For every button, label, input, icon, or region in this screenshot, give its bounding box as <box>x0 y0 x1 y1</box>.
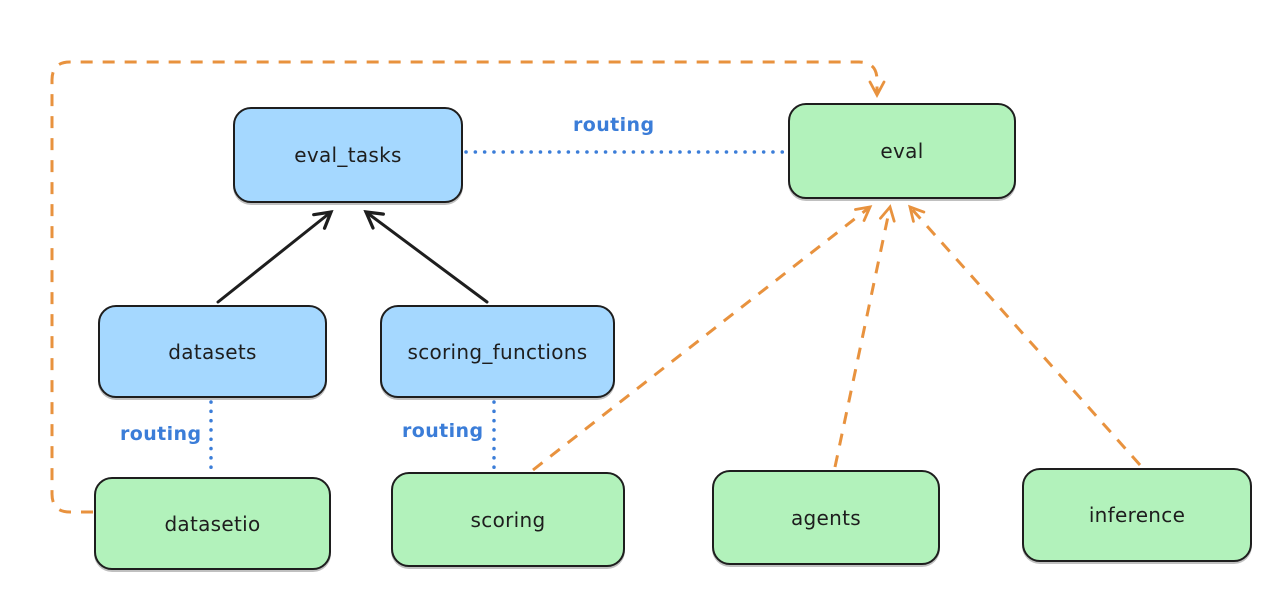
routing-label-top: routing <box>573 114 655 136</box>
node-eval-tasks-label: eval_tasks <box>294 143 402 167</box>
node-datasetio-label: datasetio <box>164 511 261 536</box>
edge-inference-to-eval <box>908 204 1142 466</box>
node-agents-label: agents <box>791 505 861 530</box>
node-scoring-functions: scoring_functions <box>380 305 615 398</box>
node-scoring: scoring <box>391 472 625 567</box>
node-inference: inference <box>1022 468 1252 562</box>
node-scoring-functions-label: scoring_functions <box>407 339 588 364</box>
node-eval: eval <box>788 103 1016 199</box>
edge-datasetio-to-eval-loop <box>50 60 886 514</box>
node-datasetio: datasetio <box>94 477 331 570</box>
node-eval-label: eval <box>880 139 924 163</box>
routing-label-middle: routing <box>402 420 484 442</box>
edge-datasets-to-eval_tasks <box>216 209 334 304</box>
node-inference-label: inference <box>1088 503 1186 527</box>
node-eval-tasks: eval_tasks <box>233 107 463 203</box>
node-agents: agents <box>712 470 940 565</box>
edge-scoring-to-eval <box>532 205 873 472</box>
node-datasets-label: datasets <box>168 339 257 364</box>
edge-scoring_functions-to-eval_tasks <box>363 210 489 304</box>
node-datasets: datasets <box>98 305 327 398</box>
edge-agents-to-eval <box>833 204 896 468</box>
routing-label-left: routing <box>120 423 202 445</box>
node-scoring-label: scoring <box>470 507 546 532</box>
